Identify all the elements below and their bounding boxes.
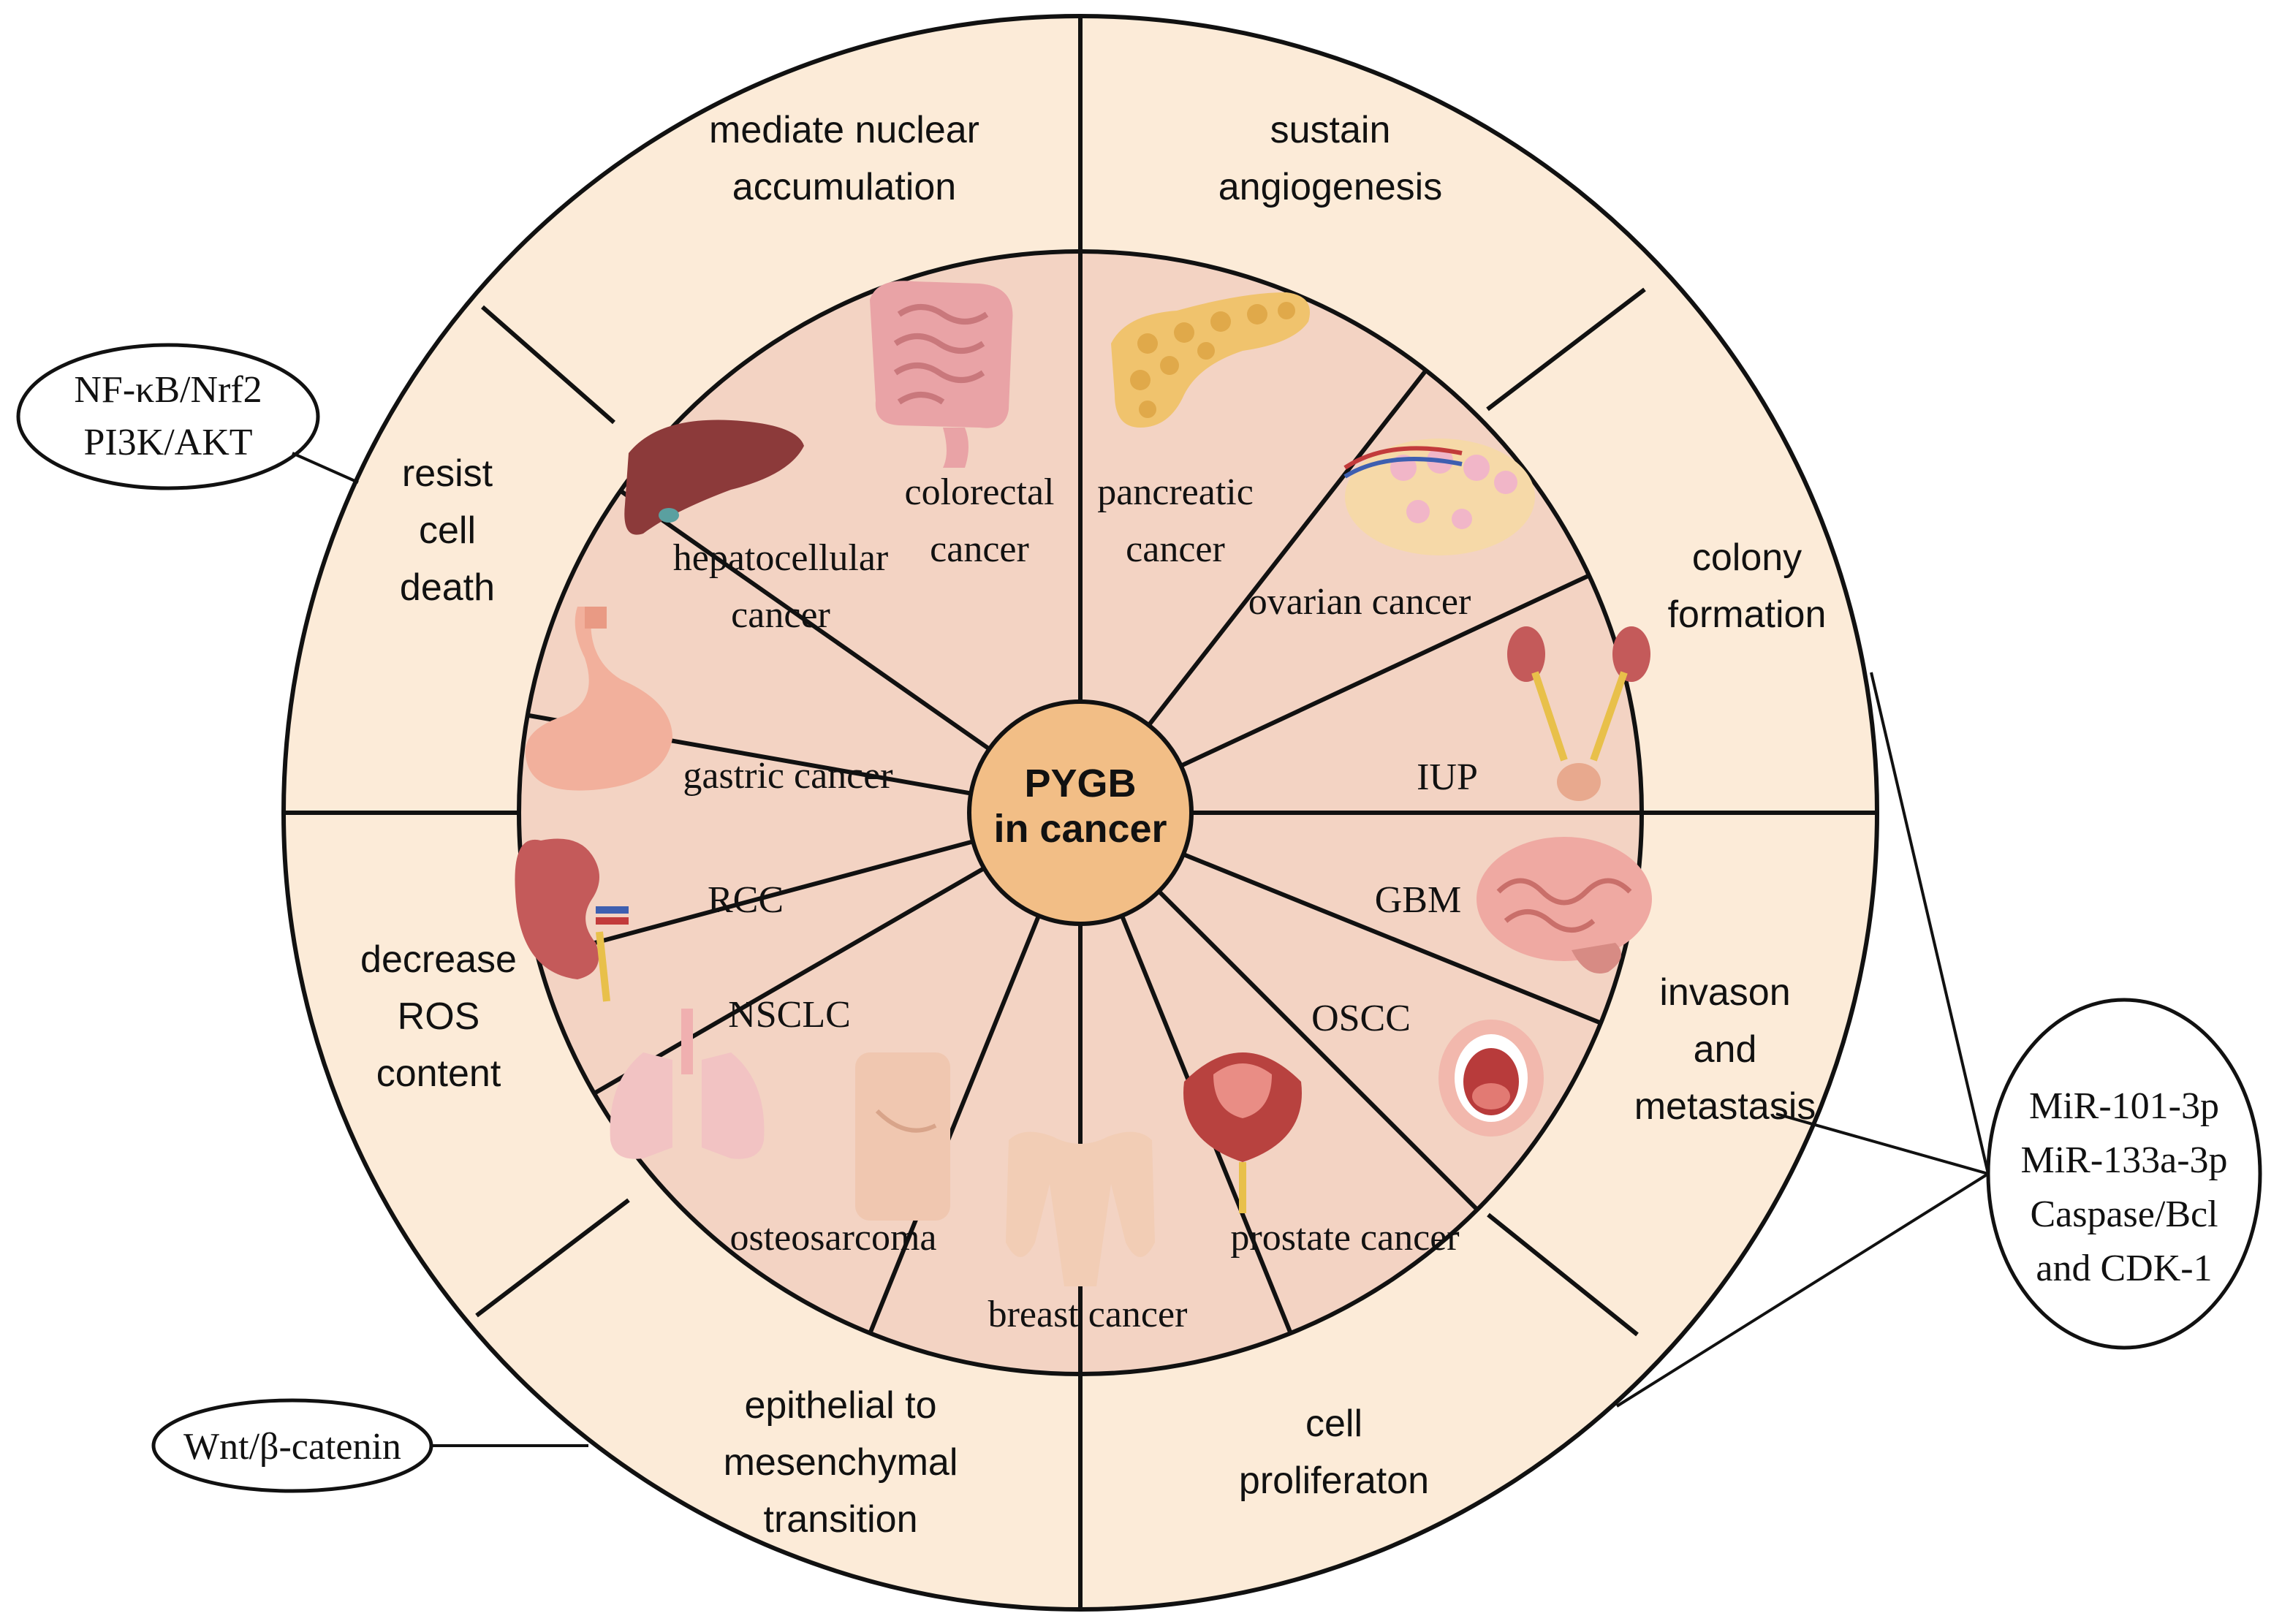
torso-icon (1006, 1131, 1155, 1286)
liver-icon (624, 420, 804, 535)
pathway-text: MiR-133a-3p (2020, 1139, 2227, 1181)
hallmark-label: metastasis (1634, 1085, 1816, 1128)
hallmark-label: decrease (360, 938, 517, 981)
hallmark-label: ROS (398, 995, 480, 1038)
hallmark-label: accumulation (732, 166, 956, 208)
inner-spoke (1147, 368, 1428, 727)
inner-spoke (537, 839, 974, 960)
center-circle (967, 699, 1194, 926)
hallmark-label: invason (1659, 971, 1790, 1014)
prostate-icon (1183, 1052, 1302, 1213)
pancreas-icon (1111, 292, 1310, 428)
center-subtitle: in cancer (993, 807, 1167, 851)
kidney-icon (515, 838, 629, 1002)
urinary-tract-icon (1507, 626, 1650, 801)
hallmark-labels: mediate nuclear accumulation sustain angiog… (360, 109, 1826, 1541)
cancer-label: ovarian cancer (1248, 581, 1471, 623)
hallmark-label: formation (1668, 593, 1827, 636)
center-title: PYGB (1024, 762, 1136, 805)
pathway-right: MiR-101-3p MiR-133a-3p Caspase/Bcl and C… (1615, 672, 2262, 1408)
cancer-label: colorectal (905, 471, 1055, 513)
outer-divider-lower-left (475, 1198, 630, 1318)
pathway-text: Wnt/β-catenin (183, 1426, 401, 1468)
pathway-text: MiR-101-3p (2029, 1085, 2219, 1127)
pathway-text: PI3K/AKT (83, 422, 252, 463)
pathway-text: and CDK-1 (2036, 1248, 2212, 1289)
hallmark-label: cell (1305, 1403, 1362, 1445)
hallmark-label: proliferaton (1239, 1460, 1429, 1502)
hallmark-label: resist (402, 452, 493, 495)
inner-spokes (527, 251, 1642, 1374)
hallmark-label: cell (419, 509, 476, 552)
inner-spoke (1182, 852, 1602, 1025)
cancer-label: cancer (731, 594, 830, 636)
cancer-label: cancer (930, 528, 1029, 570)
organ-icons (515, 281, 1652, 1286)
connector-line (1870, 672, 1990, 1175)
hallmark-label: death (400, 566, 495, 609)
lungs-icon (610, 1009, 765, 1159)
hallmark-label: mesenchymal (724, 1441, 958, 1484)
hallmark-label: angiogenesis (1218, 166, 1442, 208)
hallmark-label: epithelial to (744, 1384, 936, 1427)
knee-icon (855, 1052, 950, 1221)
hallmark-label: and (1694, 1028, 1757, 1071)
cancer-label: pancreatic (1097, 471, 1254, 513)
outer-divider-upper-left (481, 305, 615, 425)
pathway-bubble (16, 343, 320, 490)
intestine-icon (870, 281, 1013, 468)
hallmark-label: content (376, 1052, 501, 1095)
inner-spoke (868, 914, 1041, 1335)
hallmark-label: transition (764, 1498, 918, 1541)
cancer-label: RCC (708, 879, 784, 921)
ovary-icon (1343, 439, 1535, 555)
cancer-label: breast cancer (988, 1294, 1188, 1335)
inner-spoke (1180, 573, 1591, 768)
connector-line (292, 452, 359, 484)
cancer-label: gastric cancer (683, 755, 892, 797)
cancer-label: hepatocellular (673, 537, 889, 579)
inner-spoke (619, 489, 991, 751)
cancer-label: osteosarcoma (729, 1217, 936, 1259)
outer-divider-lower-right (1487, 1213, 1639, 1337)
cancer-label: GBM (1375, 879, 1461, 921)
cancer-label: NSCLC (728, 994, 851, 1036)
inner-spoke (1157, 889, 1479, 1212)
connector-line (1615, 1172, 1990, 1408)
pathway-text: Caspase/Bcl (2030, 1194, 2218, 1235)
connector-line (1775, 1112, 1989, 1175)
stomach-icon (525, 607, 672, 791)
inner-spoke (593, 866, 985, 1096)
cancer-label: cancer (1126, 528, 1225, 570)
hallmark-label: colony (1692, 536, 1802, 579)
cancer-label: IUP (1417, 756, 1478, 798)
pathway-left-bottom: Wnt/β-catenin (151, 1398, 588, 1493)
pathway-left-top: NF-κB/Nrf2 PI3K/AKT (16, 343, 359, 490)
pathway-text: NF-κB/Nrf2 (74, 369, 262, 411)
cancer-labels: colorectal cancer pancreatic cancer ovarian … (673, 471, 1478, 1335)
outer-divider-upper-right (1486, 287, 1646, 411)
brain-icon (1477, 837, 1652, 974)
open-mouth-icon (1438, 1020, 1544, 1137)
hallmark-label: mediate nuclear (709, 109, 979, 151)
hallmark-label: sustain (1270, 109, 1391, 151)
cancer-label: prostate cancer (1230, 1217, 1459, 1259)
cancer-label: OSCC (1311, 998, 1411, 1039)
